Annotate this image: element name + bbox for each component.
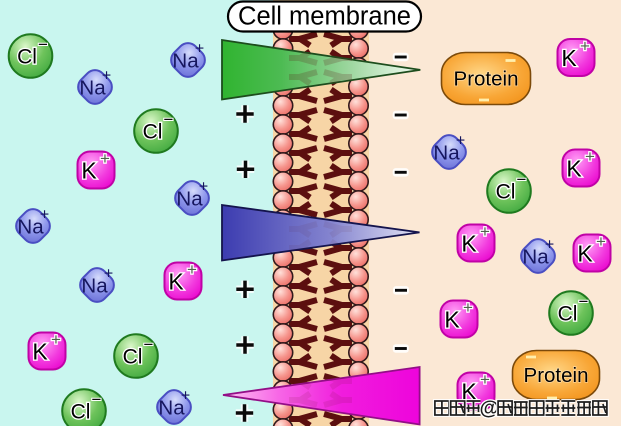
svg-text:−: − bbox=[92, 390, 102, 409]
svg-text:Cl: Cl bbox=[143, 121, 163, 144]
svg-text:+: + bbox=[480, 370, 490, 389]
svg-text:−: − bbox=[164, 110, 174, 129]
svg-text:K: K bbox=[168, 269, 184, 295]
svg-text:K: K bbox=[561, 45, 577, 71]
svg-text:Cl: Cl bbox=[123, 346, 143, 369]
svg-text:Protein: Protein bbox=[524, 364, 589, 387]
svg-text:Na: Na bbox=[522, 246, 549, 269]
svg-text:−: − bbox=[517, 170, 527, 189]
svg-text:Na: Na bbox=[172, 50, 199, 73]
svg-text:+: + bbox=[195, 41, 204, 58]
svg-text:K: K bbox=[444, 307, 460, 333]
svg-text:Na: Na bbox=[176, 188, 203, 211]
svg-text:−: − bbox=[579, 292, 589, 311]
svg-text:Cl: Cl bbox=[17, 46, 37, 69]
svg-text:Na: Na bbox=[79, 77, 106, 100]
svg-text:+: + bbox=[480, 222, 490, 241]
svg-text:Na: Na bbox=[17, 216, 44, 239]
svg-text:K: K bbox=[577, 241, 593, 267]
svg-text:@: @ bbox=[480, 398, 500, 420]
svg-text:Na: Na bbox=[158, 397, 185, 420]
svg-text:+: + bbox=[463, 298, 473, 317]
svg-text:Na: Na bbox=[433, 142, 460, 165]
svg-text:K: K bbox=[461, 379, 477, 405]
svg-text:+: + bbox=[102, 68, 111, 85]
svg-text:Cell membrane: Cell membrane bbox=[238, 3, 411, 31]
svg-text:+: + bbox=[199, 179, 208, 196]
svg-text:+: + bbox=[545, 237, 554, 254]
svg-text:+: + bbox=[596, 232, 606, 251]
svg-text:Cl: Cl bbox=[496, 181, 516, 204]
svg-text:+: + bbox=[456, 133, 465, 150]
svg-text:Cl: Cl bbox=[71, 401, 91, 424]
svg-text:K: K bbox=[32, 339, 48, 365]
svg-text:+: + bbox=[181, 388, 190, 405]
svg-text:+: + bbox=[187, 260, 197, 279]
svg-text:−: − bbox=[144, 335, 154, 354]
svg-text:−: − bbox=[38, 35, 48, 54]
svg-text:Protein: Protein bbox=[454, 68, 519, 91]
svg-text:Na: Na bbox=[81, 275, 108, 298]
svg-text:+: + bbox=[104, 266, 113, 283]
svg-text:+: + bbox=[51, 330, 61, 349]
svg-text:K: K bbox=[81, 158, 97, 184]
svg-text:+: + bbox=[40, 207, 49, 224]
svg-text:Cl: Cl bbox=[558, 303, 578, 326]
svg-text:+: + bbox=[100, 149, 110, 168]
svg-text:+: + bbox=[585, 147, 595, 166]
svg-text:K: K bbox=[461, 231, 477, 257]
svg-text:K: K bbox=[566, 156, 582, 182]
svg-text:+: + bbox=[580, 37, 590, 56]
